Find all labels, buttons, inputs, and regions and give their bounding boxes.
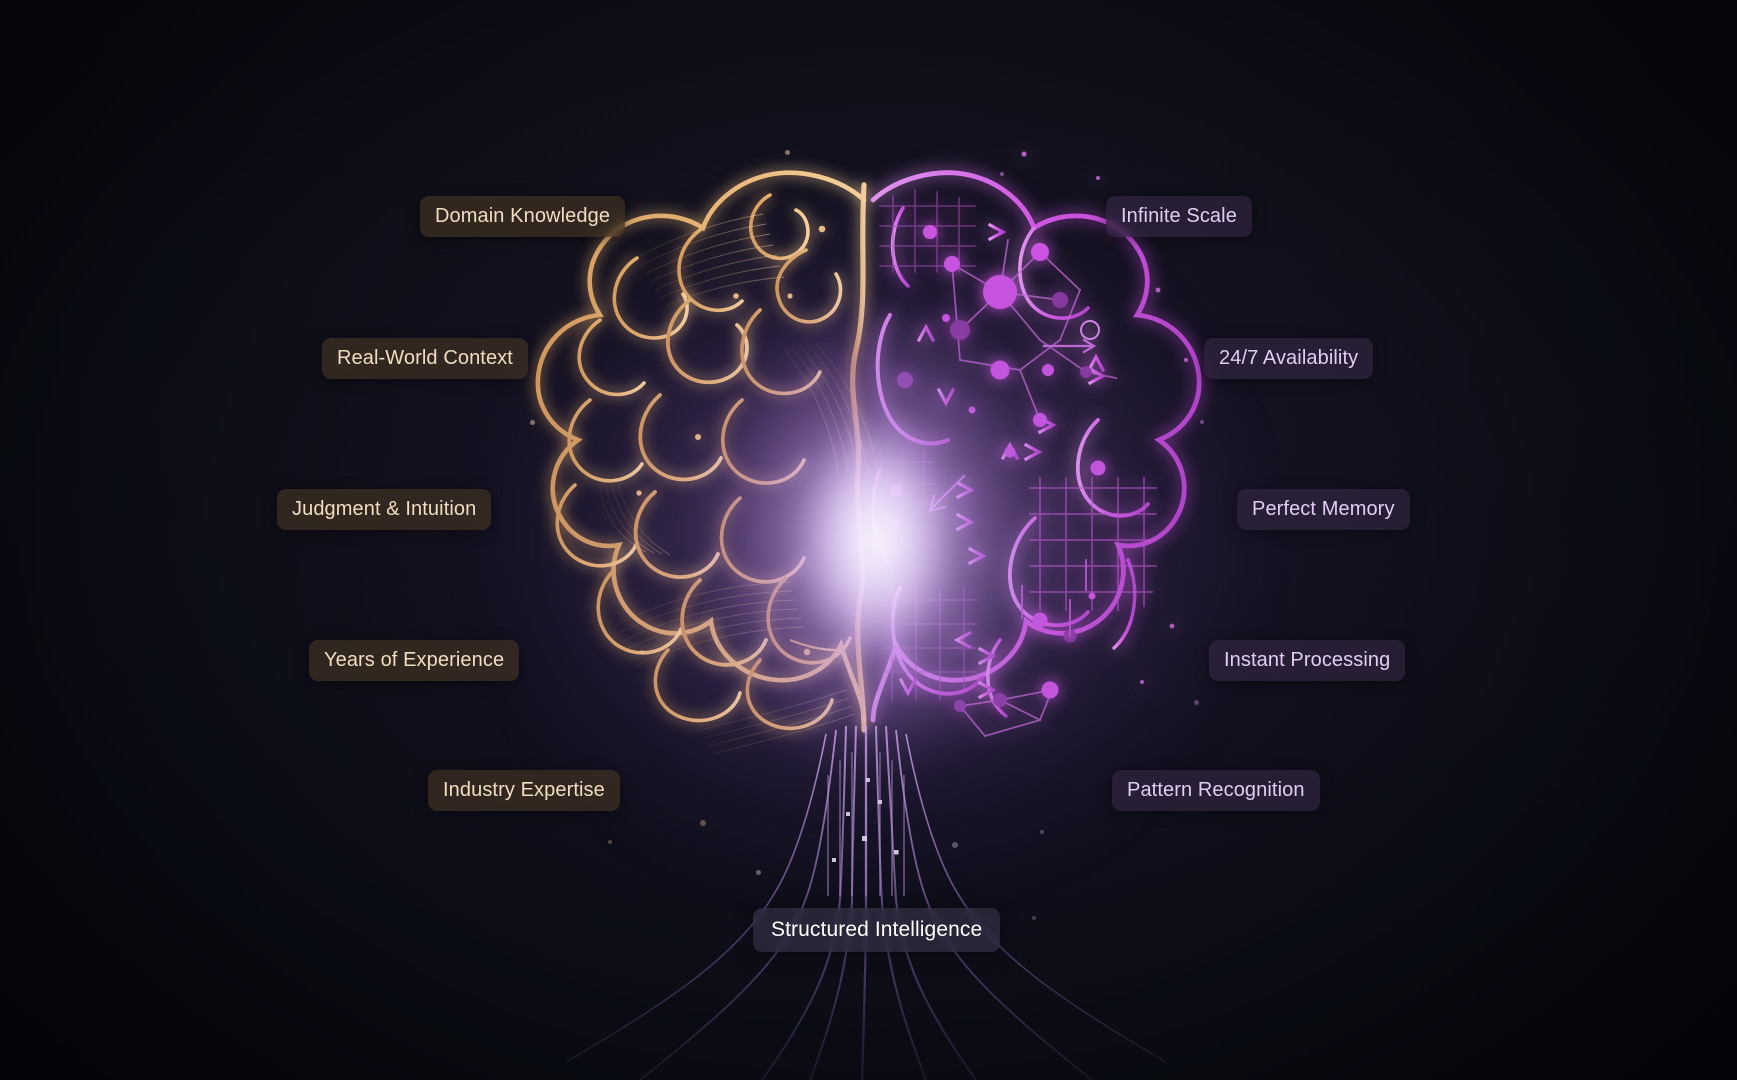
organic-brain-icon	[535, 170, 879, 755]
right-label-3[interactable]: Instant Processing	[1209, 640, 1406, 681]
left-label-1[interactable]: Real-World Context	[322, 338, 528, 379]
left-label-3[interactable]: Years of Experience	[309, 640, 520, 681]
left-label-2[interactable]: Judgment & Intuition	[277, 489, 492, 530]
left-label-4[interactable]: Industry Expertise	[428, 770, 620, 811]
right-label-4[interactable]: Pattern Recognition	[1112, 770, 1320, 811]
structured-intelligence-label[interactable]: Structured Intelligence	[753, 908, 1001, 952]
right-label-2[interactable]: Perfect Memory	[1237, 489, 1410, 530]
right-label-0[interactable]: Infinite Scale	[1106, 196, 1252, 237]
left-label-0[interactable]: Domain Knowledge	[420, 196, 626, 237]
right-label-1[interactable]: 24/7 Availability	[1204, 338, 1374, 379]
circuit-brain-icon	[870, 151, 1202, 738]
